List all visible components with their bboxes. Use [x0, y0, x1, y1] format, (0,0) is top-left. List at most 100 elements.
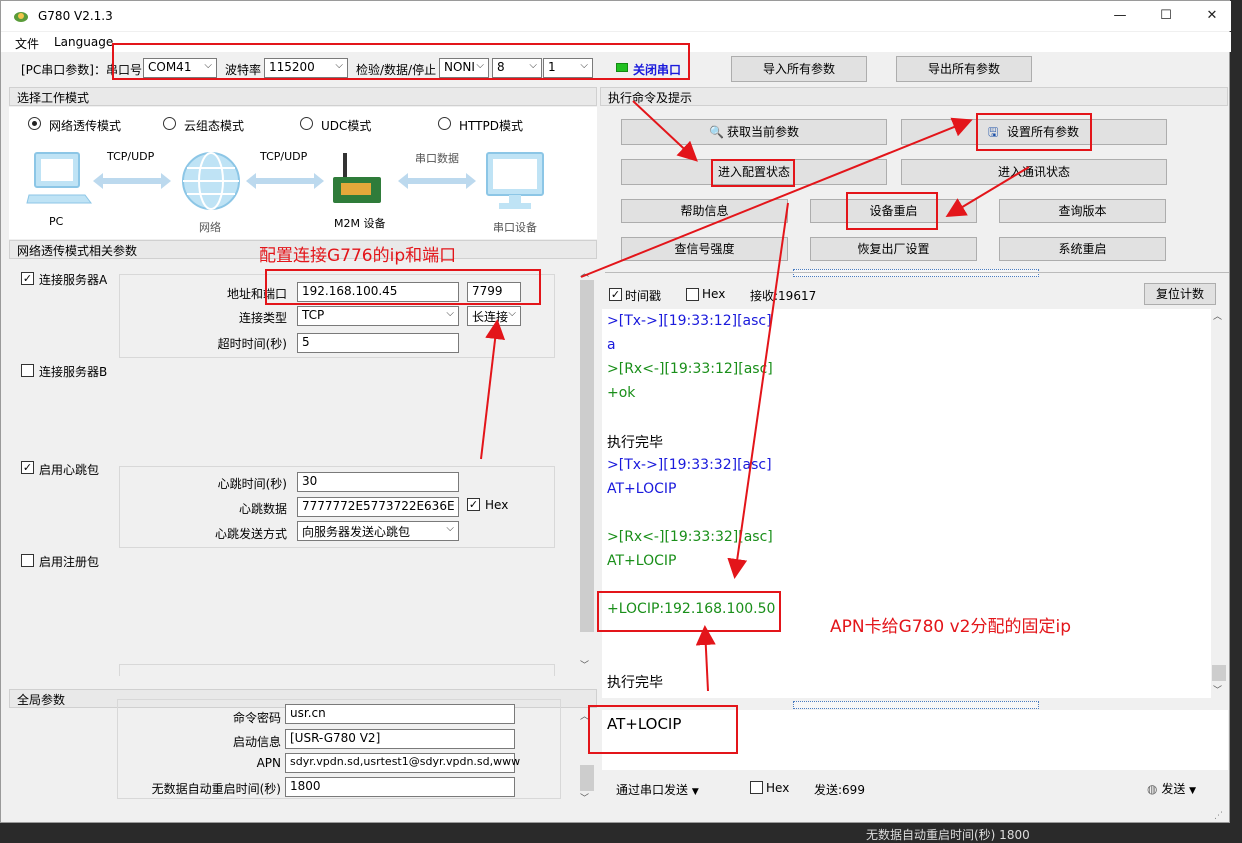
conn-type-select[interactable]: TCP⌵ — [297, 306, 459, 326]
background-text: 无数据自动重启时间(秒) 1800 — [866, 828, 1030, 842]
diagram-m2m-label: M2M 设备 — [334, 217, 386, 230]
boot-info-input[interactable]: [USR-G780 V2] — [285, 729, 515, 749]
scroll-down-icon[interactable]: ﹀ — [1213, 686, 1223, 696]
annotation-config-note: 配置连接G776的ip和端口 — [259, 246, 457, 266]
caret-down-icon: ▼ — [1189, 786, 1197, 796]
serverA-group — [119, 274, 555, 358]
log-scrollbar[interactable]: ︿ ﹀ — [1211, 309, 1228, 698]
stopbits-select[interactable]: 1⌵ — [543, 58, 593, 78]
reset-count-button[interactable]: 复位计数 — [1144, 283, 1216, 305]
menu-language[interactable]: Language — [54, 35, 114, 49]
import-all-button[interactable]: 导入所有参数 — [731, 56, 867, 82]
splitter-line — [605, 272, 1229, 273]
send-button[interactable]: ◍ 发送 ▼ — [1147, 780, 1196, 797]
scroll-thumb[interactable] — [580, 765, 594, 791]
mode-radio-udc[interactable] — [300, 117, 313, 130]
send-input[interactable] — [602, 710, 1228, 770]
help-button[interactable]: 帮助信息 — [621, 199, 788, 223]
baud-select[interactable]: 115200⌵ — [264, 58, 348, 78]
heartbeat-checkbox[interactable]: ✓ — [21, 461, 34, 474]
scroll-thumb[interactable] — [1212, 665, 1226, 681]
annotation-apn-note: APN卡给G780 v2分配的固定ip — [830, 617, 1072, 637]
query-version-button[interactable]: 查询版本 — [999, 199, 1166, 223]
save-icon: 🖫 — [988, 125, 999, 139]
annotation-box-serial — [112, 43, 690, 80]
timestamp-checkbox[interactable]: ✓ — [609, 288, 622, 301]
scroll-up-icon[interactable]: ︿ — [580, 269, 590, 279]
scroll-up-icon[interactable]: ︿ — [580, 712, 590, 722]
mode-radio-httpd[interactable] — [438, 117, 451, 130]
double-arrow-icon — [246, 173, 324, 192]
scroll-thumb[interactable] — [580, 280, 594, 632]
signal-strength-button[interactable]: 查信号强度 — [621, 237, 788, 261]
set-all-params-button[interactable]: 🖫设置所有参数 — [901, 119, 1167, 145]
maximize-button[interactable]: ☐ — [1160, 8, 1172, 23]
apn-input[interactable]: sdyr.vpdn.sd,usrtest1@sdyr.vpdn.sd,www — [285, 753, 520, 773]
annotation-box-addr — [265, 269, 541, 305]
params-scrollbar[interactable]: ︿ ﹀ — [579, 260, 596, 675]
double-arrow-icon — [398, 173, 476, 192]
m2m-device-icon — [333, 153, 383, 212]
splitter-handle[interactable] — [793, 701, 1039, 709]
export-all-button[interactable]: 导出所有参数 — [896, 56, 1032, 82]
annotation-box-config — [711, 159, 795, 187]
chevron-down-icon: ⌵ — [529, 60, 537, 71]
databits-value: 8 — [497, 60, 505, 74]
mode-radio-cloud[interactable] — [163, 117, 176, 130]
pc-icon — [26, 151, 92, 214]
system-restart-button[interactable]: 系统重启 — [999, 237, 1166, 261]
parity-value: NONI — [444, 60, 475, 74]
factory-reset-button[interactable]: 恢复出厂设置 — [810, 237, 977, 261]
databits-select[interactable]: 8⌵ — [492, 58, 542, 78]
server-address-input[interactable]: 192.168.100.45 — [297, 282, 459, 302]
boot-info-label: 启动信息 — [232, 735, 281, 749]
log-line: >[Tx->][19:33:32][asc] — [607, 457, 772, 473]
diagram-tcp1-label: TCP/UDP — [107, 150, 155, 163]
scroll-up-icon[interactable]: ︿ — [1213, 312, 1223, 322]
chevron-down-icon: ⌵ — [446, 523, 454, 534]
timeout-input[interactable]: 5 — [297, 333, 459, 353]
send-hex-checkbox[interactable] — [750, 781, 763, 794]
log-line: +ok — [607, 385, 636, 401]
get-params-button[interactable]: 🔍获取当前参数 — [621, 119, 887, 145]
port-status-led — [616, 63, 628, 72]
log-hex-label: Hex — [702, 287, 726, 301]
globe-icon — [181, 151, 241, 214]
resize-grip-icon[interactable]: ⋰ — [1214, 811, 1223, 821]
log-hex-checkbox[interactable] — [686, 288, 699, 301]
log-line: AT+LOCIP — [607, 481, 677, 497]
global-scrollbar[interactable]: ︿ ﹀ — [579, 709, 596, 805]
serverB-checkbox[interactable] — [21, 364, 34, 377]
serverA-checkbox[interactable]: ✓ — [21, 272, 34, 285]
server-port-input[interactable]: 7799 — [467, 282, 521, 302]
baud-value: 115200 — [269, 60, 315, 74]
conn-type-label: 连接类型 — [238, 311, 287, 325]
diagram-network-label: 网络 — [199, 221, 221, 234]
mode-radio-transparent[interactable] — [28, 117, 41, 130]
register-checkbox[interactable] — [21, 554, 34, 567]
restart-input[interactable]: 1800 — [285, 777, 515, 797]
close-button[interactable]: ✕ — [1206, 8, 1218, 23]
hb-hex-checkbox[interactable]: ✓ — [467, 498, 480, 511]
splitter-handle[interactable] — [793, 269, 1039, 277]
serverA-label: 连接服务器A — [39, 273, 108, 287]
hb-method-select[interactable]: 向服务器发送心跳包⌵ — [297, 521, 459, 541]
mode-label-udc: UDC模式 — [321, 119, 372, 133]
chevron-down-icon: ⌵ — [476, 60, 484, 71]
annotation-box-setall — [976, 113, 1092, 151]
log-line: AT+LOCIP — [607, 553, 677, 569]
hb-time-input[interactable]: 30 — [297, 472, 459, 492]
menu-file[interactable]: 文件 — [15, 37, 40, 51]
port-select[interactable]: COM41⌵ — [143, 58, 217, 78]
scroll-down-icon[interactable]: ﹀ — [580, 661, 590, 671]
hb-data-input[interactable]: 7777772E5773722E636E — [297, 497, 459, 517]
parity-select[interactable]: NONI⌵ — [439, 58, 489, 78]
scroll-down-icon[interactable]: ﹀ — [580, 794, 590, 804]
sent-count: 发送:699 — [814, 783, 865, 797]
send-via-dropdown[interactable]: 通过串口发送 ▼ — [616, 781, 699, 798]
close-port-button[interactable]: 关闭串口 — [633, 63, 682, 77]
cmd-pwd-input[interactable]: usr.cn — [285, 704, 515, 724]
serial-prefix-label: [PC串口参数]：串口号 — [21, 63, 142, 77]
chevron-down-icon: ⌵ — [446, 308, 454, 319]
minimize-button[interactable]: — — [1113, 8, 1127, 23]
